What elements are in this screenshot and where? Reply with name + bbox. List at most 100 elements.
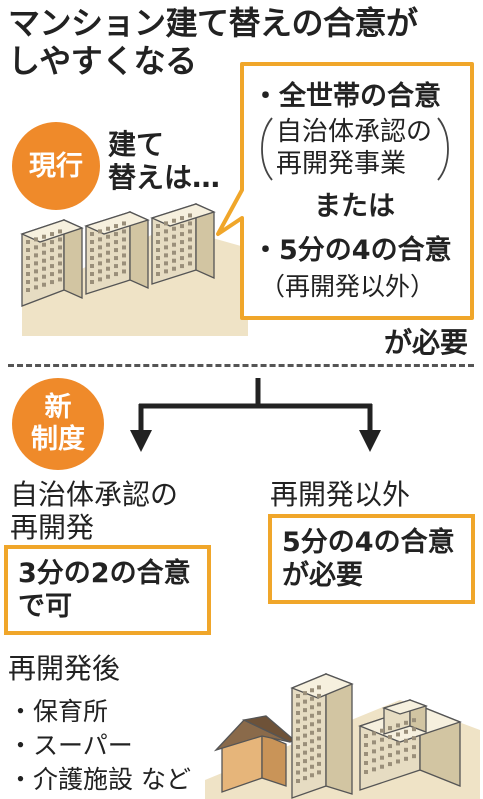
window (310, 696, 314, 701)
window (317, 753, 321, 758)
window (296, 719, 300, 724)
window (42, 250, 46, 255)
window (98, 277, 102, 282)
window (317, 770, 321, 775)
new-left-heading: 自治体承認の 再開発 (10, 478, 178, 544)
window (98, 237, 102, 242)
window (364, 752, 368, 756)
apartment-building-3 (150, 202, 216, 285)
window (303, 708, 307, 713)
new-right-requirement-line-1: 5分の4の合意 (282, 527, 455, 558)
window (296, 736, 300, 741)
window (317, 710, 321, 715)
window (310, 756, 314, 761)
window (188, 213, 192, 218)
new-right-requirement-line-2: が必要 (282, 560, 363, 591)
window (412, 727, 416, 732)
window (26, 248, 30, 252)
window (164, 221, 168, 226)
window (50, 280, 54, 285)
new-left-heading-line-1: 自治体承認の (10, 478, 179, 511)
window (317, 736, 321, 741)
window (98, 253, 102, 258)
branch-arrows (130, 378, 381, 452)
window (50, 264, 54, 269)
window (42, 242, 46, 247)
window (372, 740, 376, 745)
window (372, 767, 376, 772)
window (388, 762, 392, 767)
facility-item-nursery: ・保育所 (8, 697, 109, 726)
window (412, 718, 416, 723)
new-left-heading-line-2: 再開発 (10, 511, 95, 544)
window (180, 224, 184, 229)
window (303, 767, 307, 772)
window (122, 269, 126, 274)
window (106, 250, 110, 255)
window (296, 711, 300, 715)
window (34, 245, 38, 250)
window (180, 216, 184, 221)
window (58, 237, 62, 242)
window (58, 245, 62, 250)
facility-list: ・保育所 ・スーパー ・介護施設 など (8, 695, 191, 797)
window (296, 770, 300, 775)
window (50, 272, 54, 277)
window (364, 743, 368, 747)
window (380, 746, 384, 751)
window (296, 762, 300, 766)
window (114, 264, 118, 269)
window (180, 240, 184, 245)
window (388, 744, 392, 749)
window (303, 776, 307, 781)
window (58, 269, 62, 274)
window (122, 245, 126, 250)
window (364, 761, 368, 765)
window (90, 280, 94, 284)
window (172, 242, 176, 247)
window (90, 256, 94, 260)
window (303, 691, 307, 696)
window (380, 755, 384, 760)
window (98, 229, 102, 234)
window (372, 749, 376, 754)
window (114, 256, 118, 261)
window (188, 237, 192, 242)
tower-windows (296, 685, 416, 783)
window (372, 731, 376, 736)
window (317, 727, 321, 732)
window (50, 240, 54, 245)
new-right-heading: 再開発以外 (270, 478, 411, 511)
after-heading: 再開発後 (8, 652, 121, 685)
window (114, 248, 118, 253)
window (303, 699, 307, 704)
current-buildings-illustration (20, 202, 248, 336)
window (106, 226, 110, 231)
window (26, 256, 30, 260)
window (106, 258, 110, 263)
window (50, 248, 54, 253)
window (412, 736, 416, 741)
window (310, 688, 314, 693)
window (180, 232, 184, 237)
new-left-requirement-line-1: 3分の2の合意 (18, 558, 191, 589)
window (412, 754, 416, 759)
arrow-head-left (130, 430, 152, 452)
window (396, 759, 400, 764)
window (164, 261, 168, 266)
current-badge-label: 現行 (29, 150, 83, 182)
condition-bubble-frame (216, 62, 474, 320)
window (188, 253, 192, 258)
window (396, 750, 400, 755)
current-badge: 現行 (12, 122, 100, 210)
window (98, 269, 102, 274)
window (26, 272, 30, 276)
window (380, 728, 384, 733)
tall-apartment-tower (290, 673, 354, 799)
window (58, 253, 62, 258)
window (388, 753, 392, 758)
current-required-label: が必要 (384, 326, 469, 359)
window (58, 277, 62, 282)
window (90, 232, 94, 236)
window (404, 756, 408, 761)
